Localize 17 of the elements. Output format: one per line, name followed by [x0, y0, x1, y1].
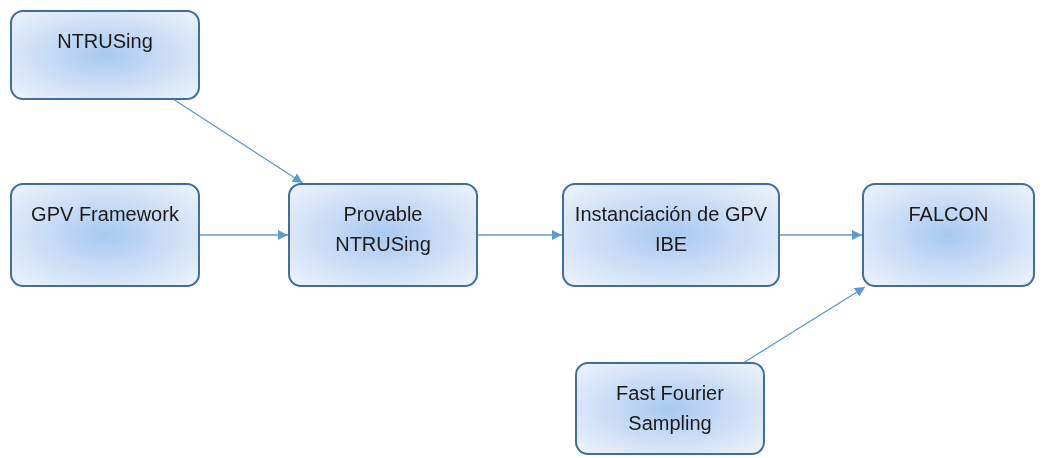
process-box [288, 183, 478, 287]
arrow [477, 230, 563, 240]
box-label: NTRUSing [57, 29, 153, 54]
process-box [10, 10, 200, 100]
box-label: Fast Fourier Sampling [615, 381, 725, 436]
box-label: Instanciación de GPV IBE [574, 202, 768, 257]
arrow [199, 230, 289, 240]
box-label: GPV Framework [31, 202, 179, 227]
arrow [779, 230, 863, 240]
box-label: Provable NTRUSing [334, 202, 432, 257]
arrow [173, 99, 304, 184]
box-label: FALCON [908, 202, 989, 227]
arrow [744, 286, 866, 363]
process-box [862, 183, 1035, 287]
process-box [10, 183, 200, 287]
process-box [575, 362, 765, 455]
process-box [562, 183, 780, 287]
